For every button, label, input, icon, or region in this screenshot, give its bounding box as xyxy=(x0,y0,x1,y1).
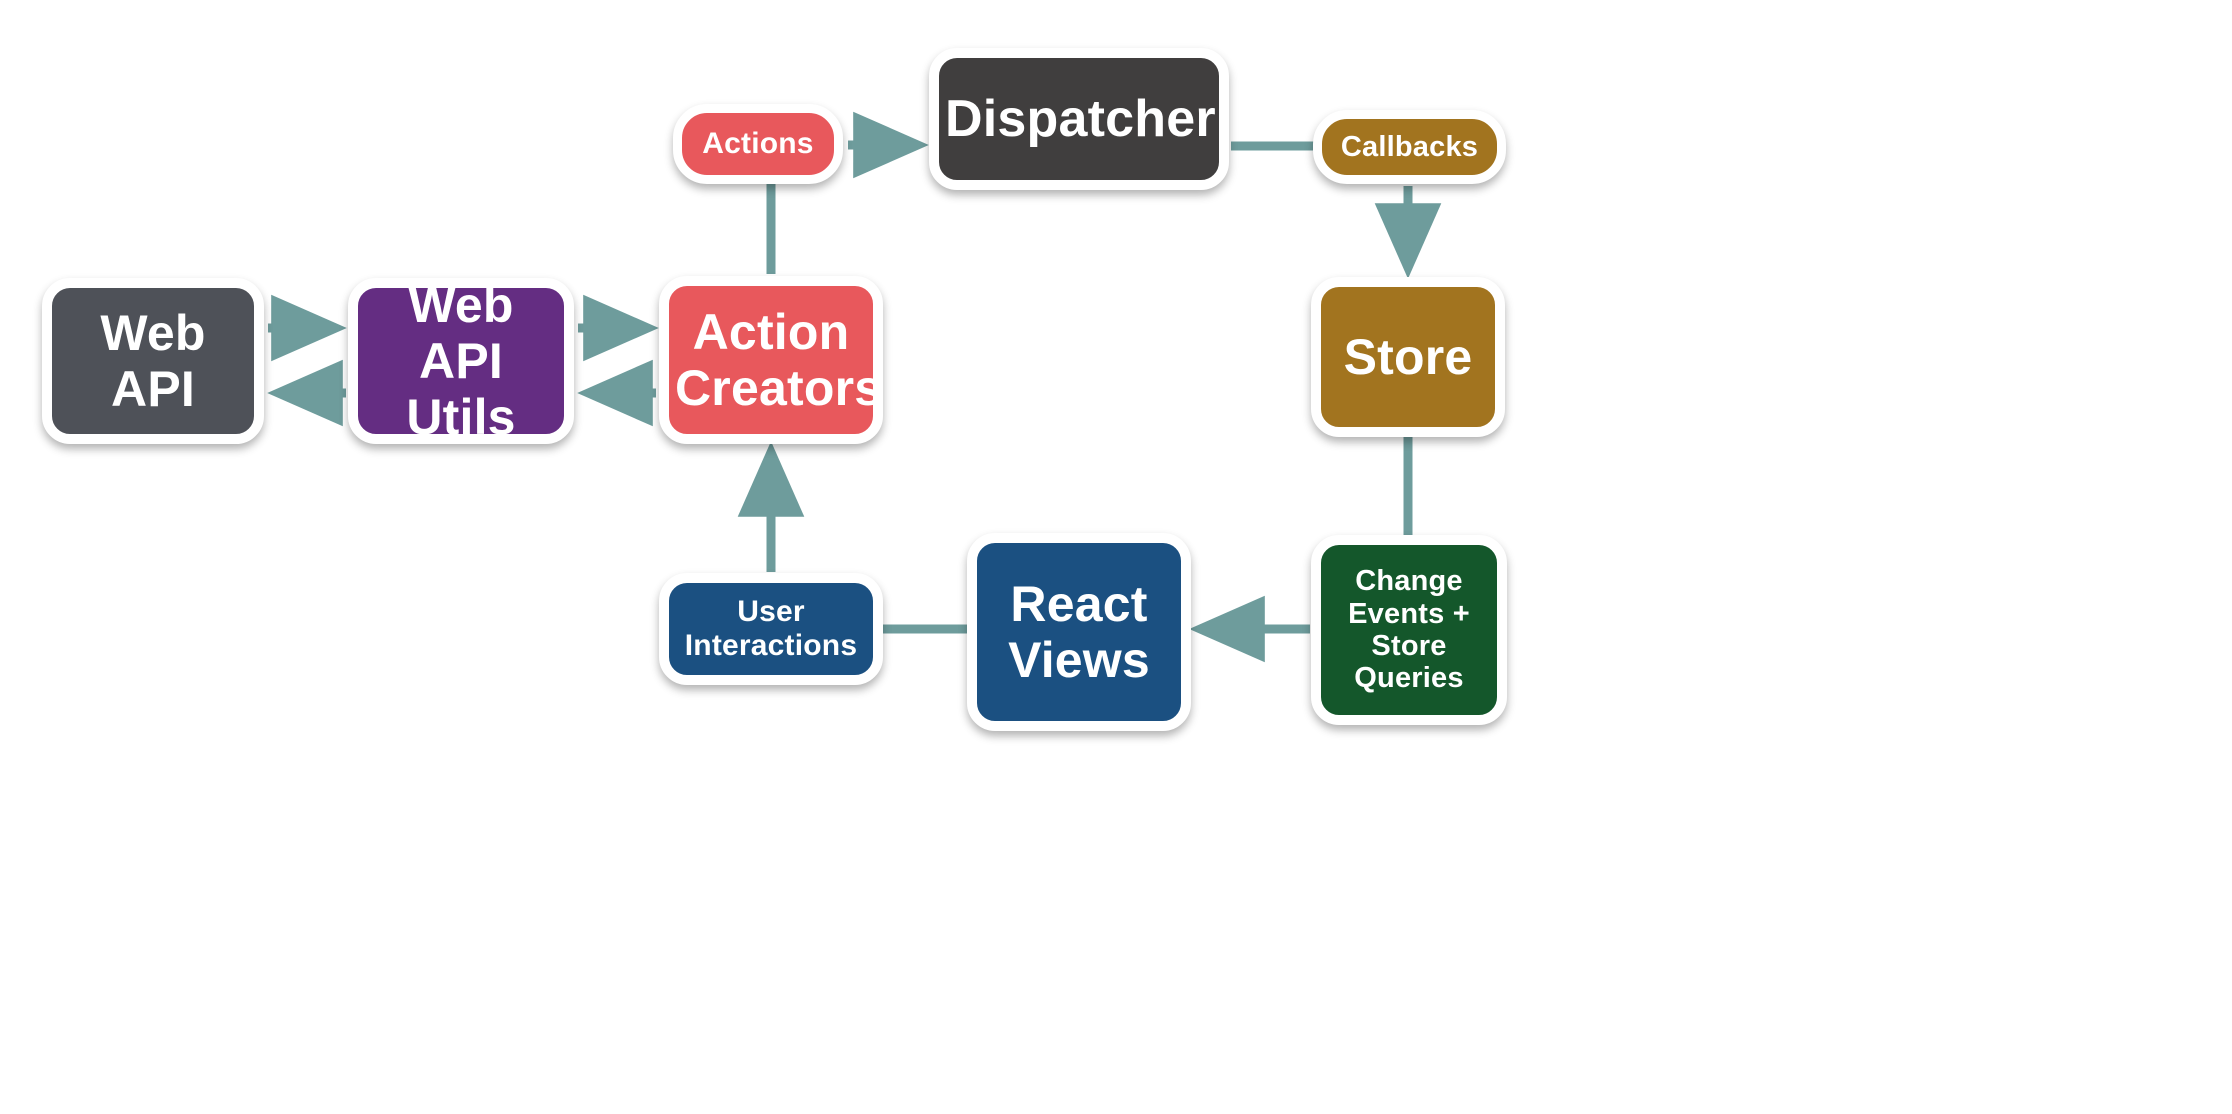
node-web-api[interactable]: Web API xyxy=(42,278,264,444)
node-callbacks[interactable]: Callbacks xyxy=(1313,110,1506,184)
node-user-interactions[interactable]: User Interactions xyxy=(659,573,883,685)
node-change-events-store-queries[interactable]: Change Events + Store Queries xyxy=(1311,535,1507,725)
node-web-api-utils-label: Web API Utils xyxy=(406,277,516,445)
node-change-events-label: Change Events + Store Queries xyxy=(1348,565,1470,695)
node-store[interactable]: Store xyxy=(1311,277,1505,437)
node-react-views[interactable]: React Views xyxy=(967,533,1191,731)
node-action-creators-label: Action Creators xyxy=(675,304,883,416)
node-web-api-utils[interactable]: Web API Utils xyxy=(348,277,574,445)
node-actions-label: Actions xyxy=(702,127,814,161)
node-dispatcher-label: Dispatcher xyxy=(945,89,1216,148)
node-user-interactions-label: User Interactions xyxy=(684,595,858,662)
node-actions[interactable]: Actions xyxy=(673,104,843,184)
node-store-label: Store xyxy=(1343,329,1473,385)
node-dispatcher[interactable]: Dispatcher xyxy=(929,48,1229,190)
node-callbacks-label: Callbacks xyxy=(1340,130,1479,163)
node-react-views-label: React Views xyxy=(1008,576,1150,688)
node-web-api-label: Web API xyxy=(100,305,206,417)
node-action-creators[interactable]: Action Creators xyxy=(659,276,883,444)
